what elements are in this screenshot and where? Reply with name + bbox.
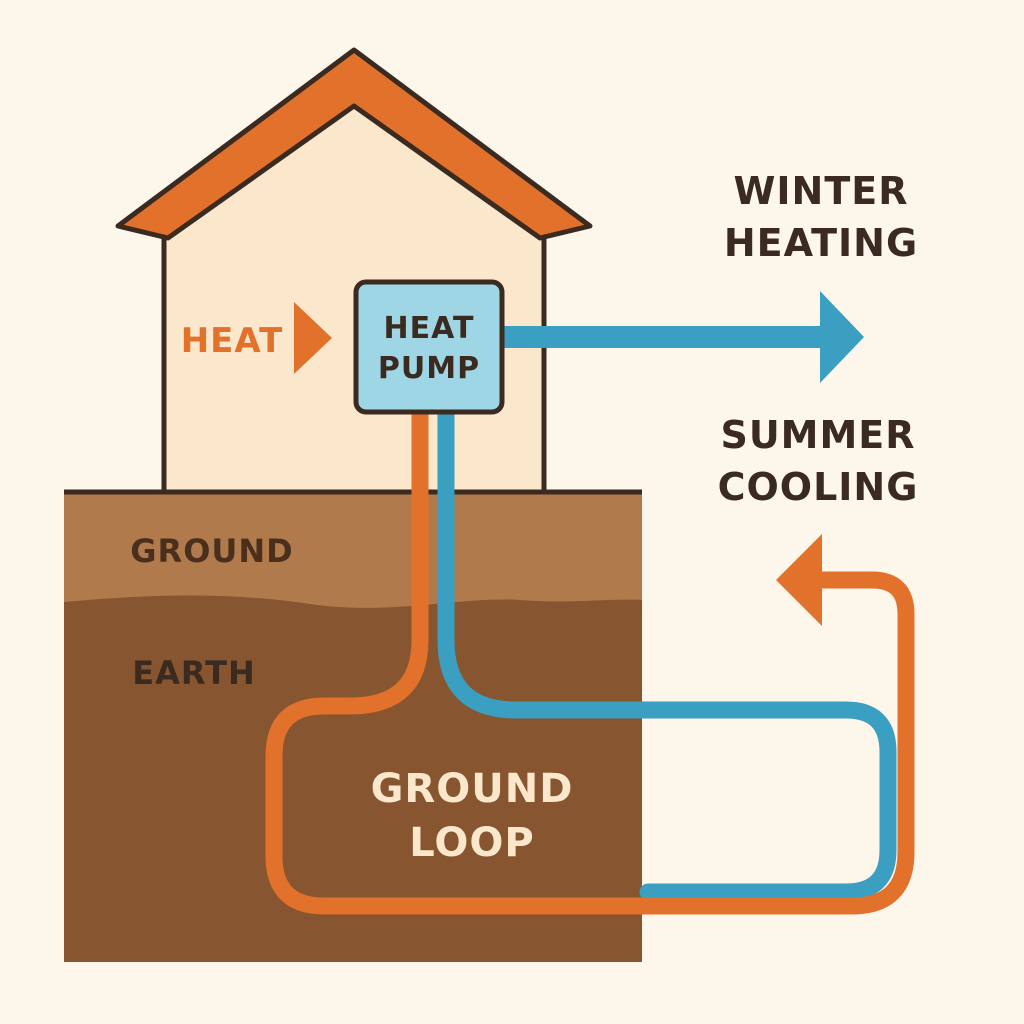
ground-layer-label: GROUND	[130, 532, 293, 570]
ground-loop-label-line2: LOOP	[409, 820, 534, 866]
heat-label: HEAT	[181, 321, 284, 361]
summer-cooling-label-line1: SUMMER	[720, 413, 915, 457]
earth-layer	[64, 595, 642, 962]
house-roof	[115, 47, 593, 241]
heat-right-arrow-icon	[294, 302, 332, 374]
heat-pump-label-line2: PUMP	[378, 351, 480, 386]
winter-heating-label-line2: HEATING	[724, 221, 918, 265]
summer-left-arrow-icon	[776, 534, 822, 626]
summer-cooling-label-line2: COOLING	[718, 465, 919, 509]
heat-pump-label-line1: HEAT	[384, 311, 475, 346]
cold-pipe	[437, 403, 897, 901]
ground-loop-label-line1: GROUND	[371, 766, 574, 812]
earth-layer-label: EARTH	[132, 654, 255, 692]
house	[115, 47, 593, 495]
heat-pump-box	[353, 279, 505, 415]
winter-right-arrow-icon	[500, 291, 864, 383]
ground-layer	[64, 492, 642, 612]
winter-heating-label-line1: WINTER	[734, 169, 909, 213]
ground-loop-pipes	[265, 403, 915, 915]
hot-pipe	[265, 403, 915, 915]
